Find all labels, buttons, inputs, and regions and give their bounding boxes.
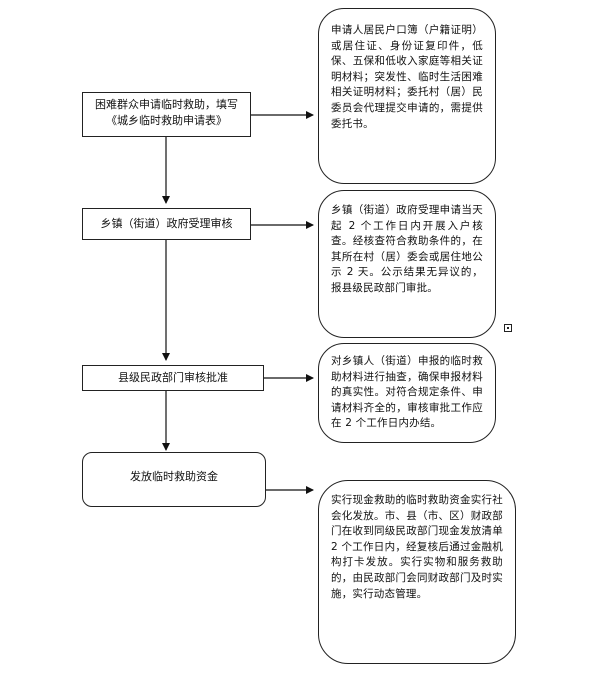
note-fund-disbursement: 实行现金救助的临时救助资金实行社会化发放。市、县（市、区）财政部门在收到同级民政… bbox=[318, 480, 516, 664]
step-county-approval-box: 县级民政部门审核批准 bbox=[82, 365, 264, 391]
note-application-materials-text: 申请人居民户口簿（户籍证明）或居住证、身份证复印件，低保、五保和低收入家庭等相关… bbox=[331, 24, 483, 130]
step-apply-label: 困难群众申请临时救助，填写《城乡临时救助申请表》 bbox=[95, 98, 238, 127]
object-anchor-icon bbox=[504, 324, 512, 332]
step-county-approval-label: 县级民政部门审核批准 bbox=[118, 371, 228, 384]
note-county-review-text: 对乡镇人（街道）申报的临时救助材料进行抽查，确保申报材料的真实性。对符合规定条件… bbox=[331, 355, 483, 430]
note-county-review: 对乡镇人（街道）申报的临时救助材料进行抽查，确保申报材料的真实性。对符合规定条件… bbox=[318, 343, 496, 443]
step-township-review-box: 乡镇（街道）政府受理审核 bbox=[82, 208, 251, 240]
note-township-verification: 乡镇（街道）政府受理申请当天起 2 个工作日内开展入户核查。经核查符合救助条件的… bbox=[318, 190, 496, 338]
note-application-materials: 申请人居民户口簿（户籍证明）或居住证、身份证复印件，低保、五保和低收入家庭等相关… bbox=[318, 8, 496, 184]
step-apply-box: 困难群众申请临时救助，填写《城乡临时救助申请表》 bbox=[82, 92, 251, 137]
step-township-review-label: 乡镇（街道）政府受理审核 bbox=[100, 217, 233, 230]
note-township-verification-text: 乡镇（街道）政府受理申请当天起 2 个工作日内开展入户核查。经核查符合救助条件的… bbox=[331, 204, 483, 294]
note-fund-disbursement-text: 实行现金救助的临时救助资金实行社会化发放。市、县（市、区）财政部门在收到同级民政… bbox=[331, 494, 503, 600]
step-disburse-label: 发放临时救助资金 bbox=[130, 470, 218, 483]
step-disburse-box: 发放临时救助资金 bbox=[82, 452, 266, 507]
